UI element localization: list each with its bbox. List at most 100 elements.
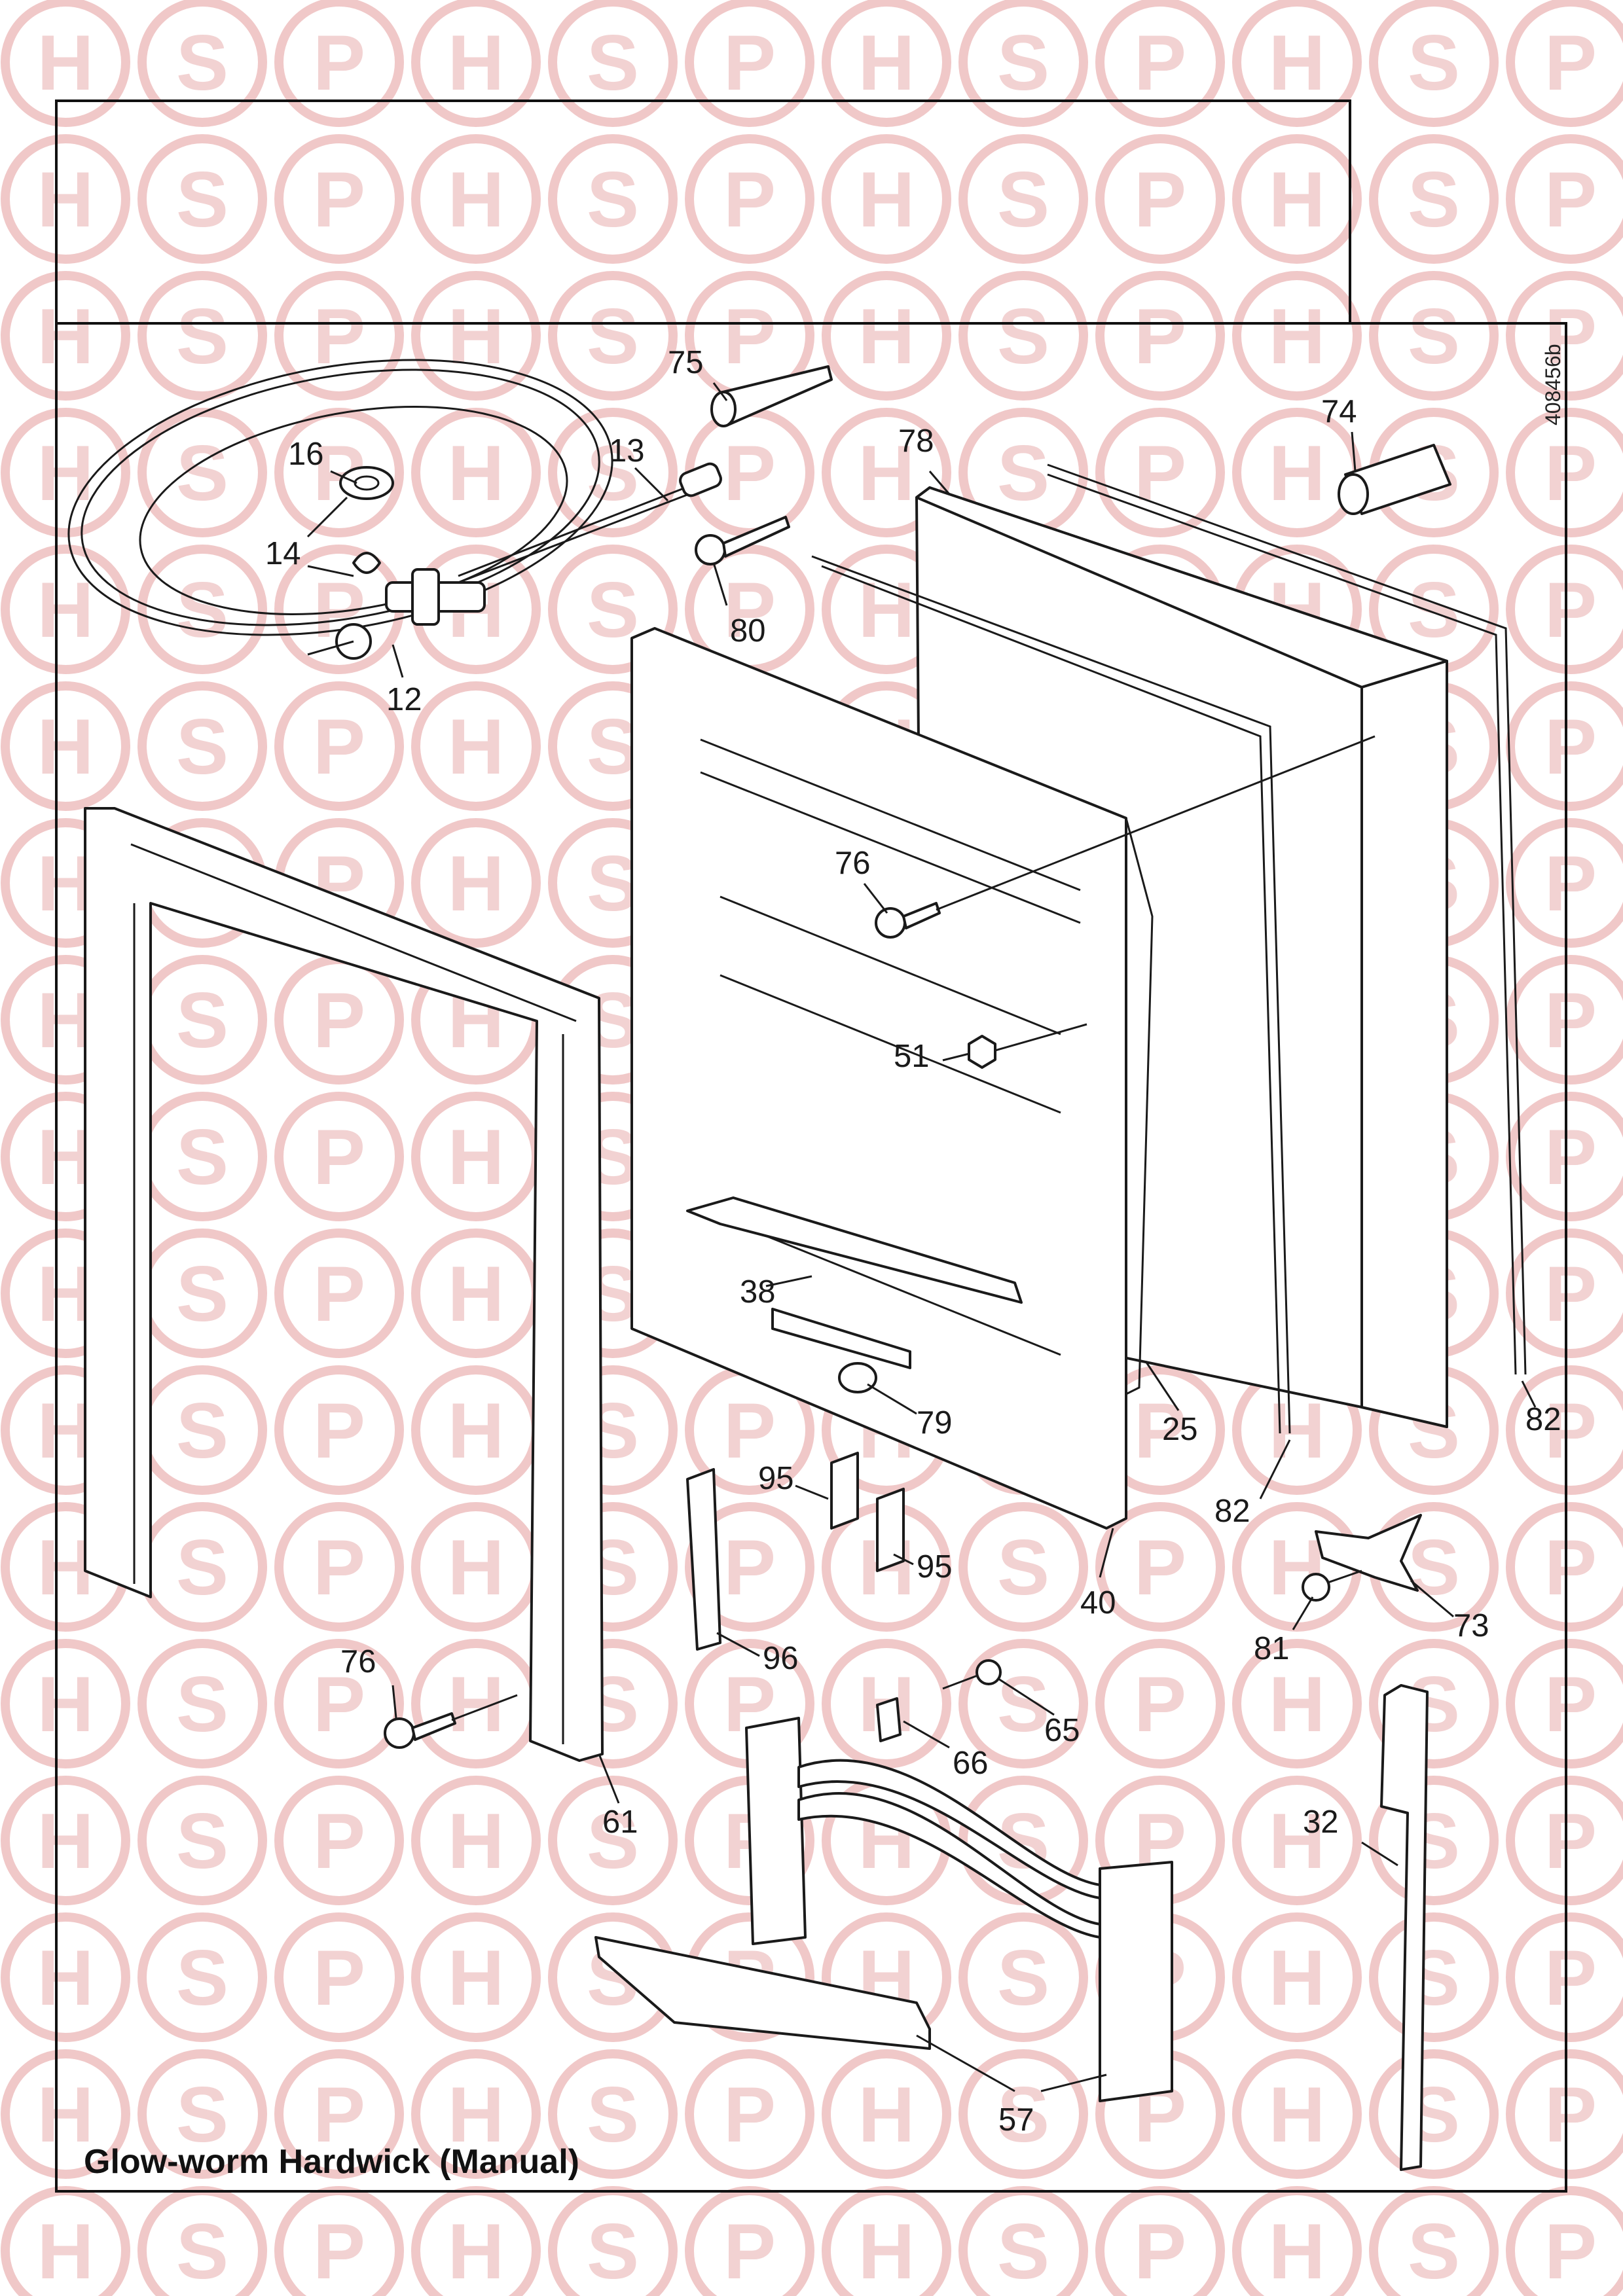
watermark-circle bbox=[1095, 0, 1225, 127]
watermark-letter: H bbox=[858, 293, 915, 380]
part-32-slide bbox=[1380, 1684, 1429, 2171]
part-51-nut bbox=[968, 1023, 1087, 1069]
watermark-circle bbox=[1506, 1365, 1623, 1495]
watermark-letter: P bbox=[1544, 2208, 1597, 2295]
watermark-letter: P bbox=[1544, 1934, 1597, 2022]
watermark-letter: P bbox=[1134, 2208, 1186, 2295]
watermark-letter: H bbox=[1269, 1387, 1326, 1475]
watermark-letter: H bbox=[858, 2071, 915, 2159]
watermark-circle bbox=[1232, 271, 1362, 401]
part-73-bracket bbox=[1315, 1514, 1422, 1592]
watermark-circle bbox=[1232, 134, 1362, 264]
watermark-letter: P bbox=[723, 1524, 776, 1611]
watermark-letter: H bbox=[448, 19, 505, 107]
callout-61: 61 bbox=[602, 1804, 638, 1840]
watermark-letter: H bbox=[858, 156, 915, 243]
callout-40: 40 bbox=[1080, 1585, 1116, 1621]
watermark-letter: H bbox=[448, 703, 505, 791]
watermark-circle bbox=[274, 1092, 404, 1221]
watermark-circle bbox=[548, 134, 678, 264]
watermark-circle bbox=[411, 271, 541, 401]
watermark-circle bbox=[685, 0, 814, 127]
watermark-circle bbox=[137, 1639, 267, 1768]
watermark-circle bbox=[1506, 271, 1623, 401]
callout-73: 73 bbox=[1453, 1608, 1489, 1643]
watermark-circle bbox=[1, 271, 130, 401]
watermark-circle bbox=[1232, 1639, 1362, 1768]
watermark-letter: P bbox=[1544, 429, 1597, 517]
watermark-letter: H bbox=[448, 2208, 505, 2295]
watermark-circle bbox=[274, 0, 404, 127]
watermark-circle bbox=[548, 2049, 678, 2179]
watermark-circle bbox=[137, 1776, 267, 1905]
watermark-letter: P bbox=[1544, 703, 1597, 791]
watermark-letter: P bbox=[313, 2071, 365, 2159]
watermark-letter: P bbox=[723, 19, 776, 107]
watermark-letter: S bbox=[587, 2208, 639, 2295]
watermark-circle bbox=[1506, 1776, 1623, 1905]
watermark-circle bbox=[1369, 0, 1499, 127]
watermark-letter: P bbox=[1544, 1250, 1597, 1338]
watermark-circle bbox=[1369, 2049, 1499, 2179]
part-66-clip bbox=[876, 1697, 902, 1742]
watermark-letter: P bbox=[723, 293, 776, 380]
watermark-letter: H bbox=[1269, 293, 1326, 380]
watermark-circle bbox=[274, 1912, 404, 2042]
watermark-letter: H bbox=[1269, 19, 1326, 107]
callout-75: 75 bbox=[668, 345, 704, 380]
watermark-letter: S bbox=[1408, 566, 1460, 654]
callout-12: 12 bbox=[386, 682, 422, 717]
watermark-circle bbox=[1, 1912, 130, 2042]
watermark-circle bbox=[1095, 1639, 1225, 1768]
watermark-circle bbox=[1506, 0, 1623, 127]
watermark-letter: P bbox=[313, 1113, 365, 1201]
watermark-letter: P bbox=[1134, 1660, 1186, 1748]
watermark-letter: H bbox=[1269, 1660, 1326, 1748]
callout-80: 80 bbox=[730, 613, 766, 649]
watermark-letter: P bbox=[723, 429, 776, 517]
watermark-circle bbox=[685, 2049, 814, 2179]
watermark-circle bbox=[685, 1502, 814, 1632]
watermark-letter: P bbox=[313, 1797, 365, 1885]
watermark-circle bbox=[1506, 1229, 1623, 1358]
watermark-letter: P bbox=[313, 1660, 365, 1748]
part-96-bracket bbox=[686, 1468, 721, 1651]
watermark-letter: P bbox=[313, 977, 365, 1064]
callout-82-right: 82 bbox=[1525, 1402, 1561, 1437]
part-40-firebox bbox=[630, 627, 1154, 1530]
watermark-circle bbox=[822, 2049, 951, 2179]
watermark-letter: H bbox=[448, 156, 505, 243]
watermark-letter: H bbox=[37, 1934, 94, 2022]
watermark-circle bbox=[548, 271, 678, 401]
part-38-burner bbox=[686, 1196, 1023, 1369]
watermark-circle bbox=[822, 134, 951, 264]
watermark-letter: H bbox=[858, 566, 915, 654]
watermark-letter: S bbox=[176, 1113, 228, 1201]
callout-51: 51 bbox=[894, 1039, 930, 1074]
part-75-wall-plug bbox=[710, 365, 833, 427]
watermark-circle bbox=[1, 0, 130, 127]
watermark-letter: S bbox=[997, 429, 1049, 517]
watermark-circle bbox=[1506, 2049, 1623, 2179]
callout-leaders bbox=[307, 382, 1537, 2092]
watermark-circle bbox=[137, 0, 267, 127]
watermark-letter: S bbox=[1408, 1524, 1460, 1611]
watermark-circle bbox=[1369, 1912, 1499, 2042]
watermark-letter: H bbox=[37, 703, 94, 791]
part-16-eye-screw bbox=[306, 466, 394, 538]
watermark-letter: P bbox=[313, 1387, 365, 1475]
watermark-letter: S bbox=[587, 840, 639, 927]
callout-13: 13 bbox=[609, 433, 645, 469]
watermark-letter: H bbox=[1269, 1797, 1326, 1885]
watermark-circle bbox=[1506, 545, 1623, 674]
watermark-letter: H bbox=[1269, 2071, 1326, 2159]
callout-57: 57 bbox=[998, 2102, 1034, 2138]
watermark-letter: S bbox=[997, 1660, 1049, 1748]
watermark-letter: S bbox=[587, 2071, 639, 2159]
watermark-letter: P bbox=[1134, 293, 1186, 380]
diagram-border bbox=[55, 322, 1567, 2193]
part-65-screw bbox=[942, 1659, 1002, 1690]
watermark-circle bbox=[958, 0, 1088, 127]
watermark-circle bbox=[1506, 681, 1623, 811]
watermark-circle bbox=[1, 681, 130, 811]
